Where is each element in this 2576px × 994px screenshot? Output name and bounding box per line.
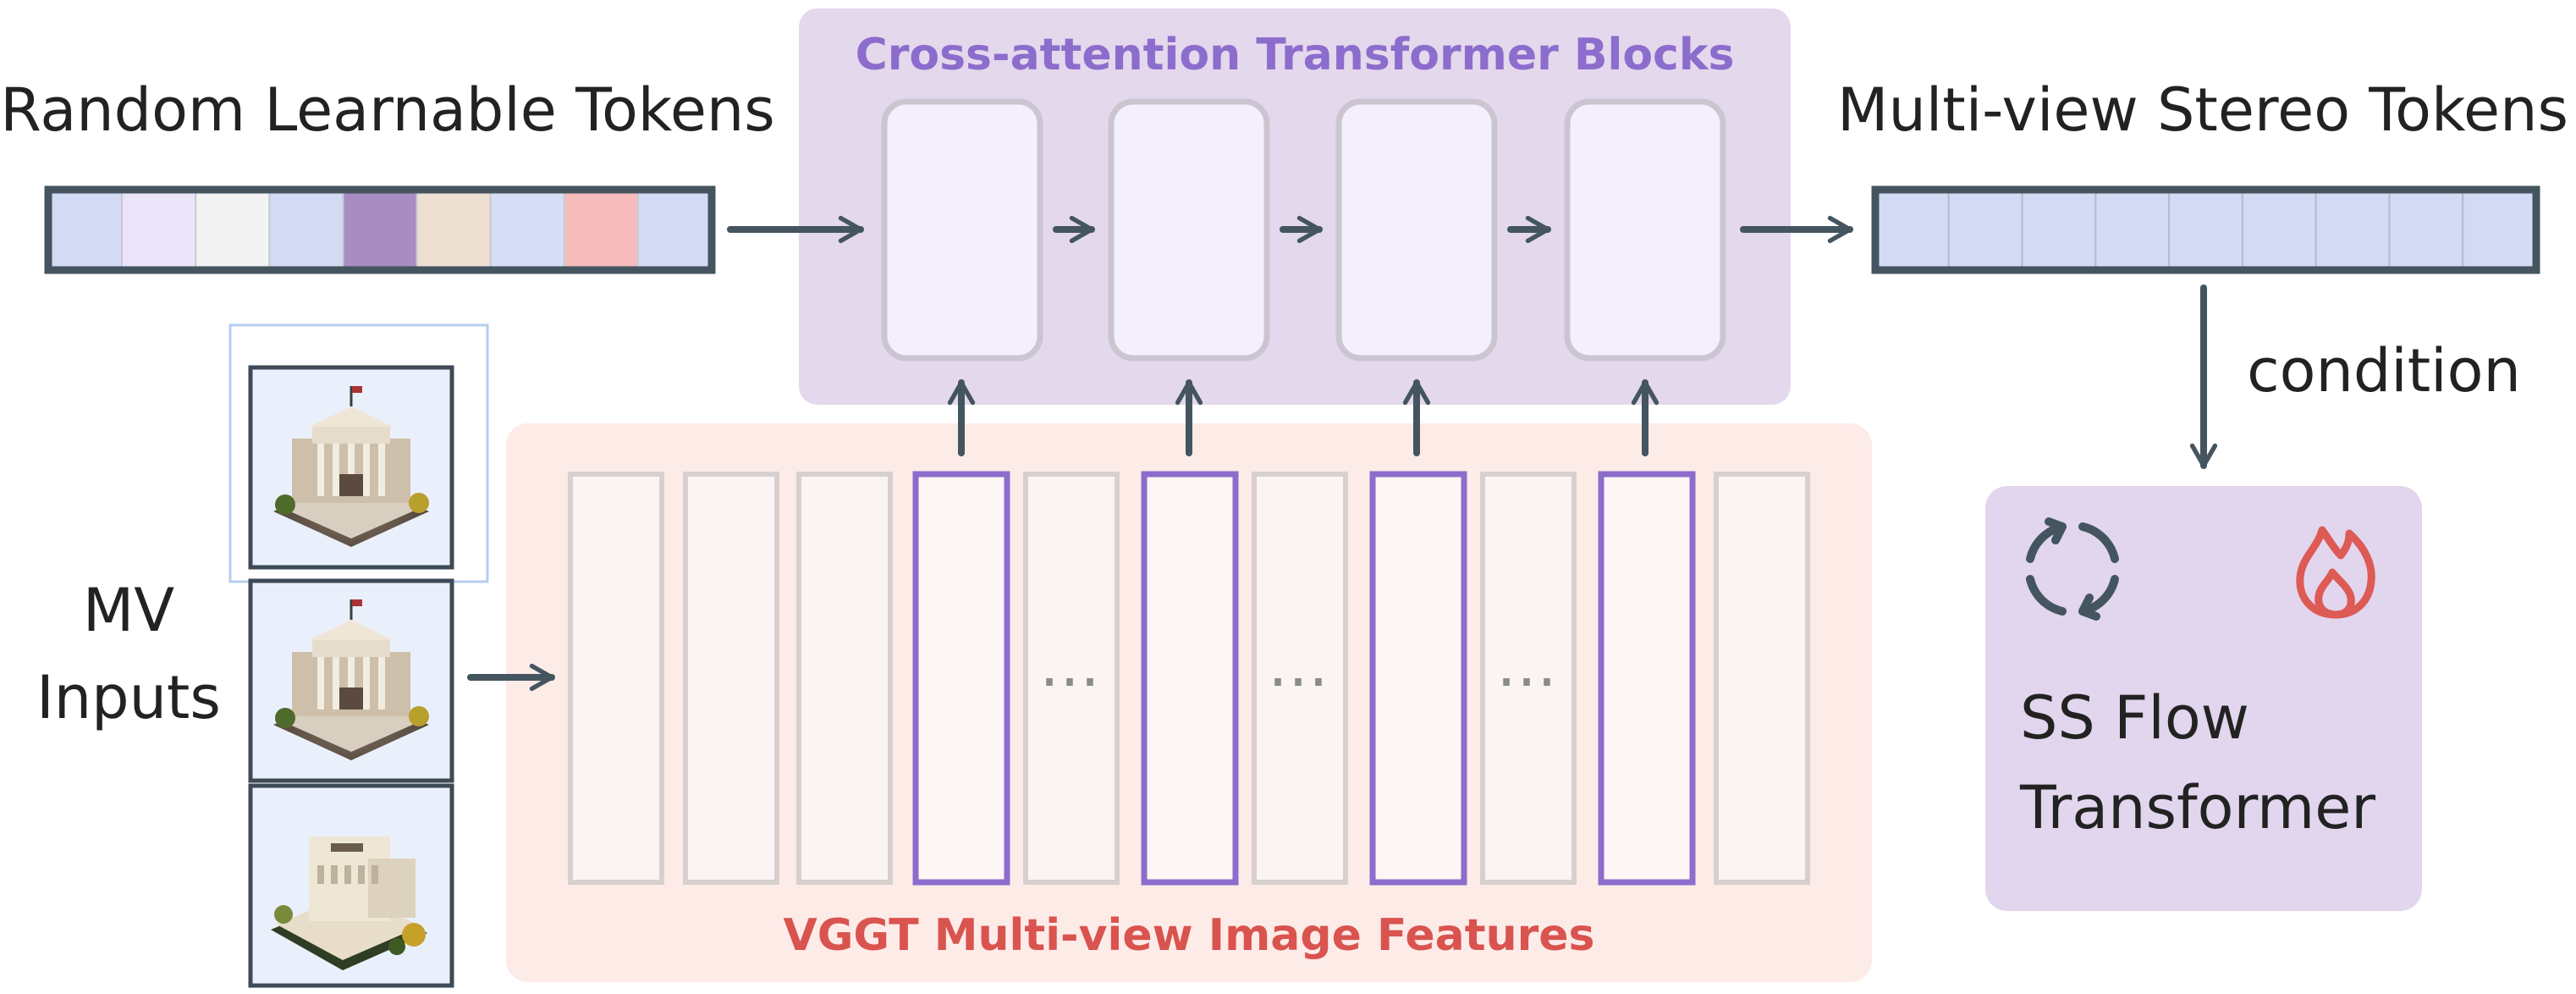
- vggt-title: VGGT Multi-view Image Features: [784, 910, 1595, 961]
- transformer-blocks: [881, 98, 1726, 362]
- feature-column: [1252, 472, 1348, 885]
- random-token-cell: [268, 189, 344, 271]
- cross-attention-title: Cross-attention Transformer Blocks: [856, 30, 1735, 80]
- ss-flow-line2: Transformer: [2019, 773, 2375, 842]
- feature-column: [1714, 472, 1810, 885]
- mv-inputs-line2: Inputs: [36, 663, 221, 732]
- ss-flow-panel: [1985, 486, 2422, 911]
- stereo-tokens-label: Multi-view Stereo Tokens: [1837, 75, 2568, 145]
- stereo-token-cell: [2462, 189, 2537, 271]
- fire-icon: [2296, 526, 2375, 619]
- random-token-cell: [563, 189, 639, 271]
- stereo-token-cell: [2021, 189, 2097, 271]
- vggt-feature-columns: [568, 471, 1810, 886]
- stereo-token-cell: [2388, 189, 2464, 271]
- ellipsis-3: …: [1496, 629, 1557, 700]
- feature-column-highlighted: [1141, 471, 1239, 886]
- random-token-cell: [195, 189, 271, 271]
- random-token-cell: [47, 189, 124, 271]
- feature-column: [796, 472, 893, 885]
- ss-flow-line1: SS Flow: [2020, 683, 2249, 753]
- feature-column-highlighted: [1369, 471, 1467, 886]
- feature-column: [1480, 472, 1577, 885]
- stereo-token-cell: [1947, 189, 2023, 271]
- input-views: [248, 365, 454, 988]
- feature-column: [1023, 472, 1120, 885]
- random-tokens-label: Random Learnable Tokens: [0, 75, 774, 145]
- random-token-cell: [416, 189, 492, 271]
- stereo-token-cell: [2094, 189, 2171, 271]
- building-image: [248, 578, 454, 783]
- transformer-block-3: [1335, 98, 1498, 362]
- random-token-cell: [489, 189, 565, 271]
- random-token-bar-outline: [44, 185, 716, 274]
- feature-column: [568, 472, 664, 885]
- transformer-block-4: [1564, 98, 1726, 362]
- stereo-token-cell: [2315, 189, 2391, 271]
- stereo-token-cell: [2168, 189, 2243, 271]
- random-token-cell: [121, 189, 197, 271]
- random-token-cell: [342, 189, 418, 271]
- transformer-block-1: [881, 98, 1043, 362]
- refresh-icon: [2026, 517, 2119, 621]
- mv-inputs-line1: MV: [83, 576, 174, 645]
- feature-column: [683, 472, 779, 885]
- stereo-token-bar-outline: [1871, 185, 2540, 274]
- random-token-cell: [636, 189, 713, 271]
- feature-column-highlighted: [912, 471, 1010, 886]
- building-image: [248, 783, 454, 988]
- stereo-token-cell: [2241, 189, 2317, 271]
- stereo-token-cell: [1874, 189, 1950, 271]
- ellipsis-2: …: [1268, 629, 1329, 700]
- cross-attention-panel: [799, 8, 1791, 405]
- random-token-bar: [47, 189, 713, 271]
- building-image: [248, 365, 454, 570]
- feature-up-arrows: [947, 379, 1660, 456]
- stereo-token-bar: [1874, 189, 2537, 271]
- ellipsis-1: …: [1039, 629, 1100, 700]
- feature-column-highlighted: [1598, 471, 1696, 886]
- condition-label: condition: [2247, 336, 2521, 406]
- transformer-block-2: [1108, 98, 1270, 362]
